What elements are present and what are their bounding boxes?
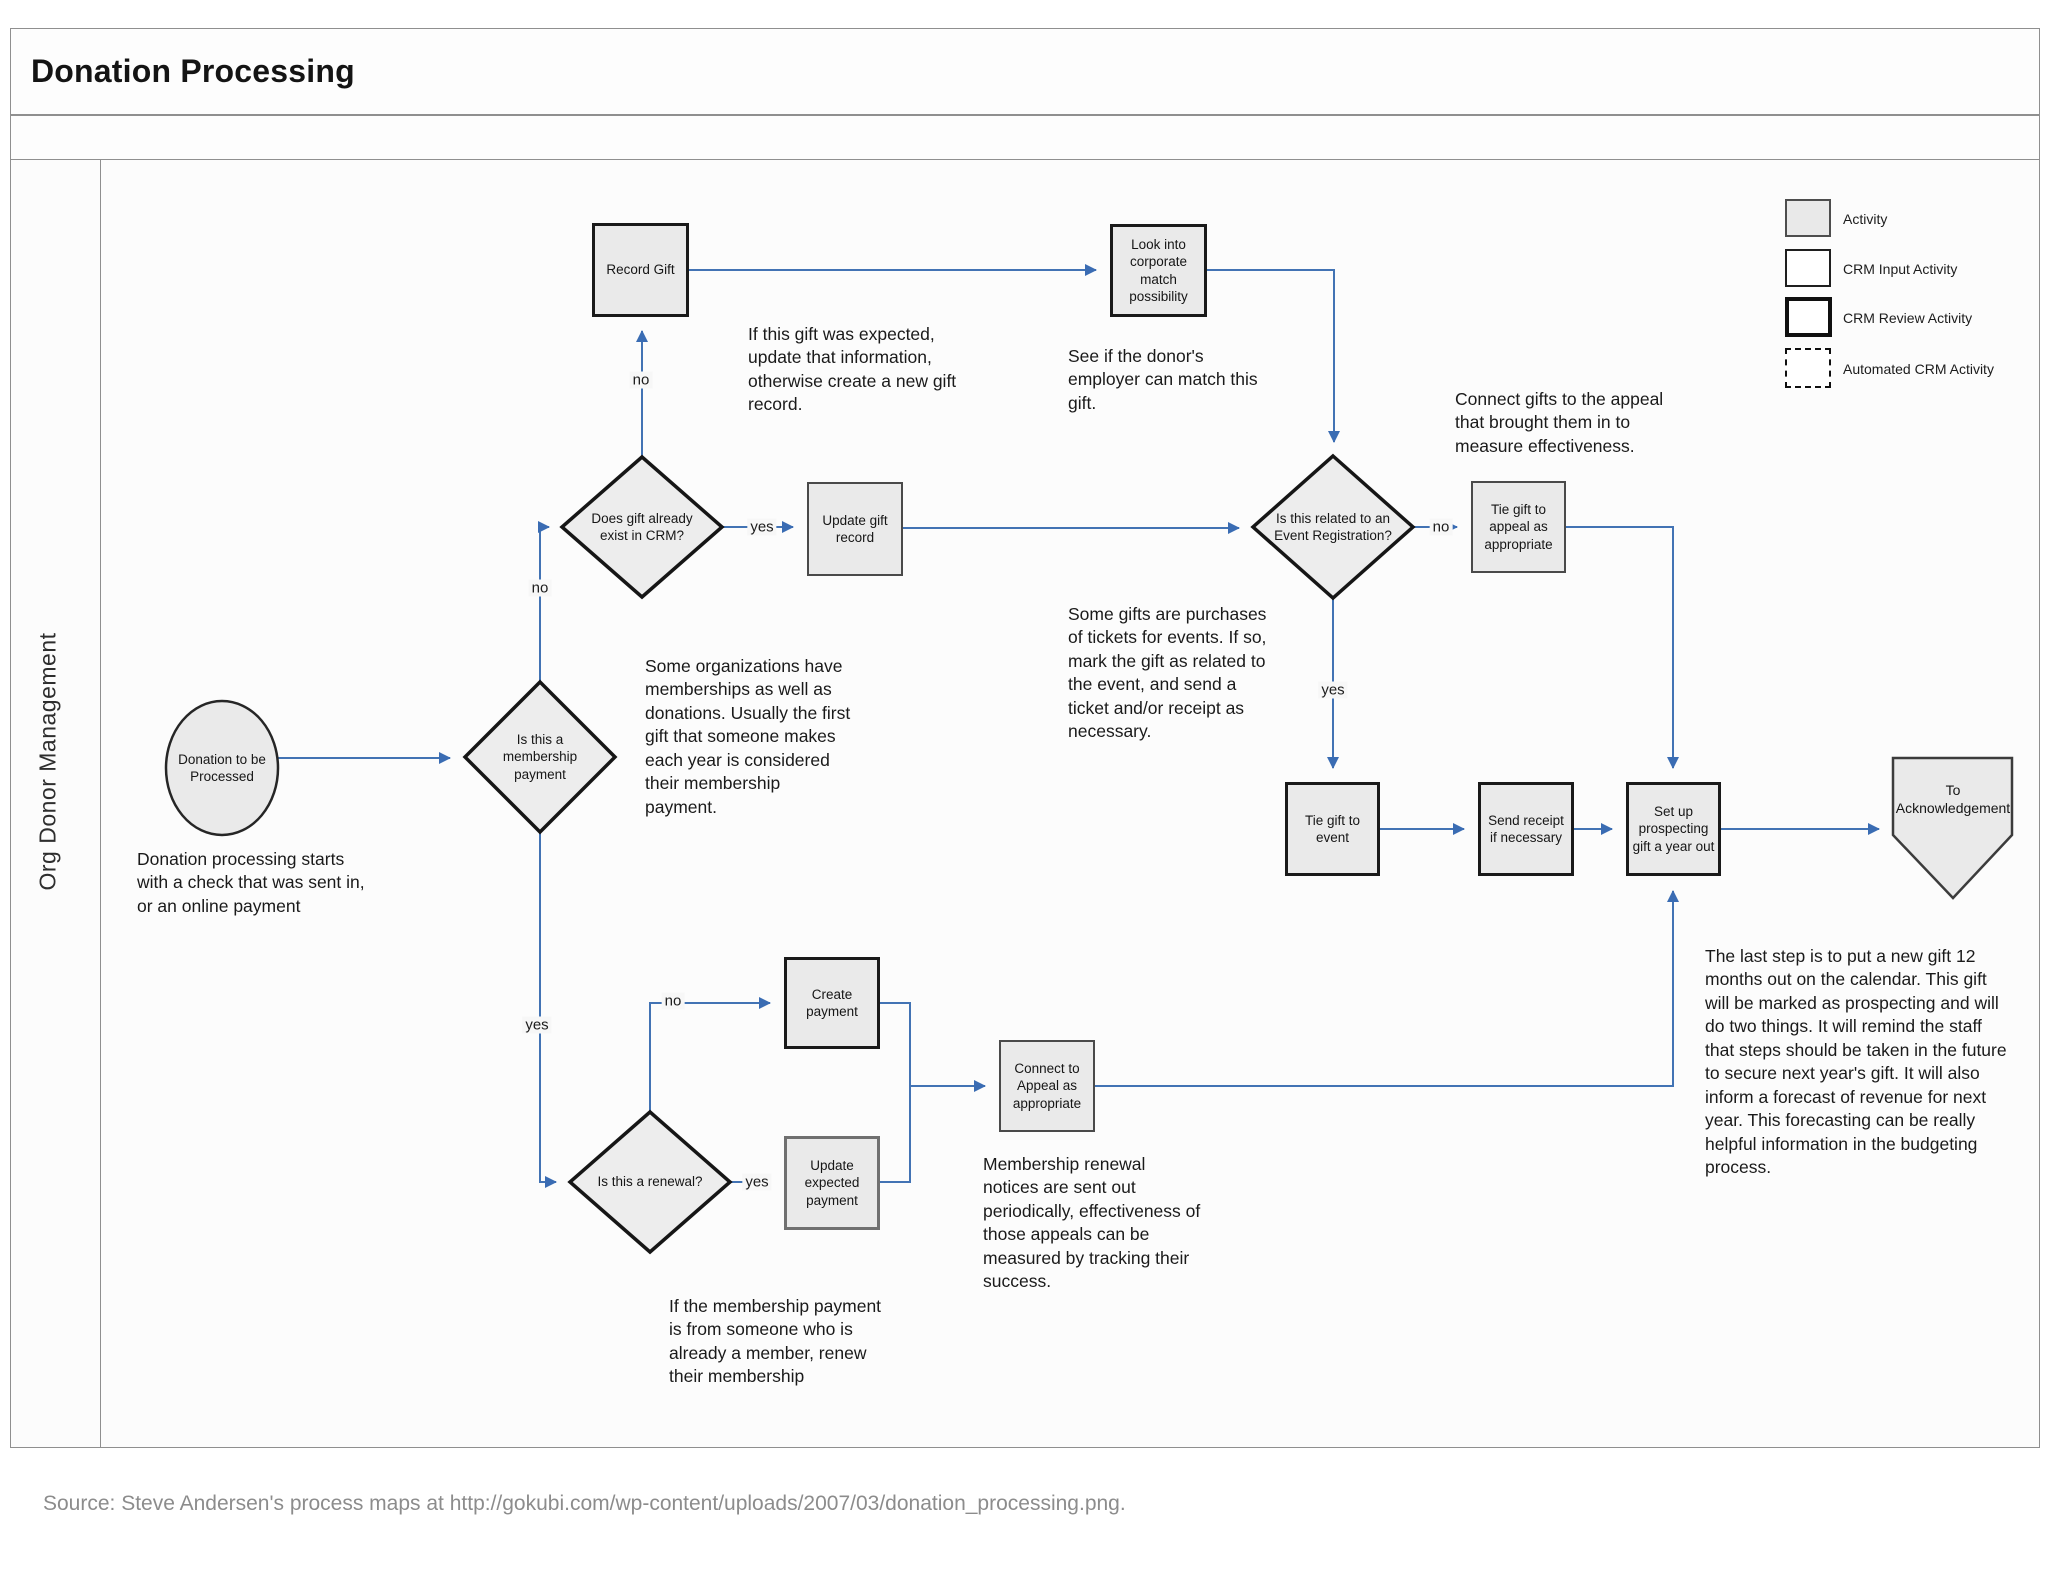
edge-label-no: no [629, 371, 653, 389]
node-update-gift-record: Update gift record [807, 482, 903, 576]
connector [880, 1002, 911, 1086]
connector [538, 521, 550, 682]
edge-label-yes: yes [1318, 681, 1348, 699]
node-connect-to-appeal: Connect to Appeal as appropriate [999, 1040, 1095, 1132]
header-sub-strip [10, 115, 2040, 160]
node-label: Send receipt if necessary [1488, 812, 1564, 845]
connectors [278, 264, 1880, 1188]
annotation-gift-expected: If this gift was expected, update that i… [748, 324, 957, 415]
edge-label-yes: yes [747, 518, 777, 536]
node-label: Look into corporate match possibility [1129, 236, 1188, 304]
edge-label-yes: yes [742, 1173, 772, 1191]
node-label: Update expected payment [804, 1158, 860, 1208]
annotation-event-tickets: Some gifts are purchases of tickets for … [1068, 604, 1267, 742]
source-citation: Source: Steve Andersen's process maps at… [43, 1492, 1126, 1515]
swimlane-separator [100, 160, 101, 1448]
edge-label-no: no [528, 579, 552, 597]
node-tie-gift-to-appeal: Tie gift to appeal as appropriate [1471, 481, 1566, 573]
legend-activity-label: Activity [1843, 211, 1888, 227]
node-label: Set up prospecting gift a year out [1632, 804, 1715, 854]
off-page-connector-shape [1891, 756, 2014, 900]
legend-automated-swatch [1785, 348, 1831, 388]
decision-renewal-shape [567, 1109, 733, 1255]
node-update-expected-payment: Update expected payment [784, 1136, 880, 1230]
decision-crm-exists-shape [559, 454, 725, 600]
edge-label-no: no [1429, 518, 1453, 536]
decision-membership-shape [462, 679, 618, 835]
connector [1207, 269, 1340, 443]
connector [539, 832, 557, 1188]
legend-crm-input-swatch [1785, 249, 1831, 287]
legend-activity-swatch [1785, 199, 1831, 237]
diagram-panel [10, 28, 2040, 1448]
connector [1566, 526, 1679, 769]
title-bar: Donation Processing [10, 28, 2040, 115]
annotation-last-step: The last step is to put a new gift 12 mo… [1705, 946, 2007, 1177]
annotation-start: Donation processing starts with a check … [137, 849, 365, 916]
edge-label-yes: yes [522, 1016, 552, 1034]
node-label: Update gift record [822, 512, 888, 545]
node-create-payment: Create payment [784, 957, 880, 1049]
page-title: Donation Processing [31, 53, 355, 89]
node-corporate-match: Look into corporate match possibility [1110, 224, 1207, 317]
annotation-connect-appeal: Connect gifts to the appeal that brought… [1455, 389, 1664, 456]
node-label: Tie gift to event [1304, 812, 1361, 845]
node-record-gift: Record Gift [592, 223, 689, 317]
legend-crm-input-label: CRM Input Activity [1843, 261, 1958, 277]
node-setup-prospecting-gift: Set up prospecting gift a year out [1626, 782, 1721, 876]
start-ellipse [164, 699, 280, 837]
connector [880, 1080, 986, 1183]
node-label: Create payment [806, 986, 858, 1019]
node-label: Connect to Appeal as appropriate [1012, 1061, 1082, 1111]
node-label: Record Gift [606, 262, 675, 278]
annotation-renewal: If the membership payment is from someon… [669, 1296, 882, 1387]
node-send-receipt: Send receipt if necessary [1478, 782, 1574, 876]
legend-automated-label: Automated CRM Activity [1843, 361, 1994, 377]
connector [649, 997, 771, 1112]
legend-crm-review-label: CRM Review Activity [1843, 310, 1973, 326]
connector [1095, 890, 1679, 1087]
annotation-renewal-notices: Membership renewal notices are sent out … [983, 1154, 1201, 1292]
annotation-memberships: Some organizations have memberships as w… [645, 656, 851, 817]
edge-label-no: no [661, 992, 685, 1010]
decision-event-registration-shape [1250, 453, 1416, 601]
legend-crm-review-swatch [1785, 297, 1832, 337]
node-label: Tie gift to appeal as appropriate [1484, 502, 1553, 552]
annotation-corporate-match: See if the donor's employer can match th… [1068, 346, 1258, 413]
node-tie-gift-to-event: Tie gift to event [1285, 782, 1380, 876]
